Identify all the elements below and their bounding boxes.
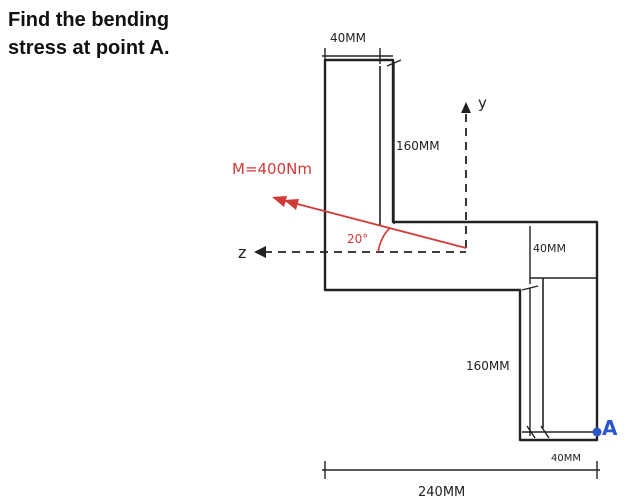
y-axis-label: y — [478, 94, 487, 112]
point-a-marker — [592, 427, 602, 437]
overall-width-label: 240MM — [418, 485, 465, 500]
section-outline — [323, 58, 599, 442]
upper-height-label: 160MM — [396, 139, 440, 153]
moment-label: M=400Nm — [232, 160, 312, 178]
upper-height-tick-top — [386, 59, 402, 67]
y-axis-arrowhead — [461, 102, 471, 113]
moment-vector-line — [281, 199, 467, 249]
bottom-width-tick-left — [526, 425, 536, 439]
moment-arrowhead-1 — [272, 196, 287, 207]
bottom-width-label: 40MM — [551, 453, 581, 464]
point-a-label: A — [602, 416, 618, 440]
problem-statement: Find the bending stress at point A. — [8, 6, 238, 62]
z-axis-label: z — [238, 243, 246, 262]
problem-line-1: Find the bending — [8, 9, 170, 31]
moment-arrowhead-2 — [284, 199, 299, 210]
flange-thickness-label: 40MM — [533, 242, 566, 255]
angle-label: 20° — [347, 232, 368, 246]
problem-line-2: stress at point A. — [8, 37, 170, 59]
top-width-label: 40MM — [330, 31, 366, 45]
lower-height-label: 160MM — [466, 359, 510, 373]
z-axis-arrowhead — [254, 246, 266, 258]
lower-height-tick-top — [521, 285, 539, 291]
angle-arc — [377, 227, 391, 253]
bottom-width-tick-right — [540, 425, 550, 439]
